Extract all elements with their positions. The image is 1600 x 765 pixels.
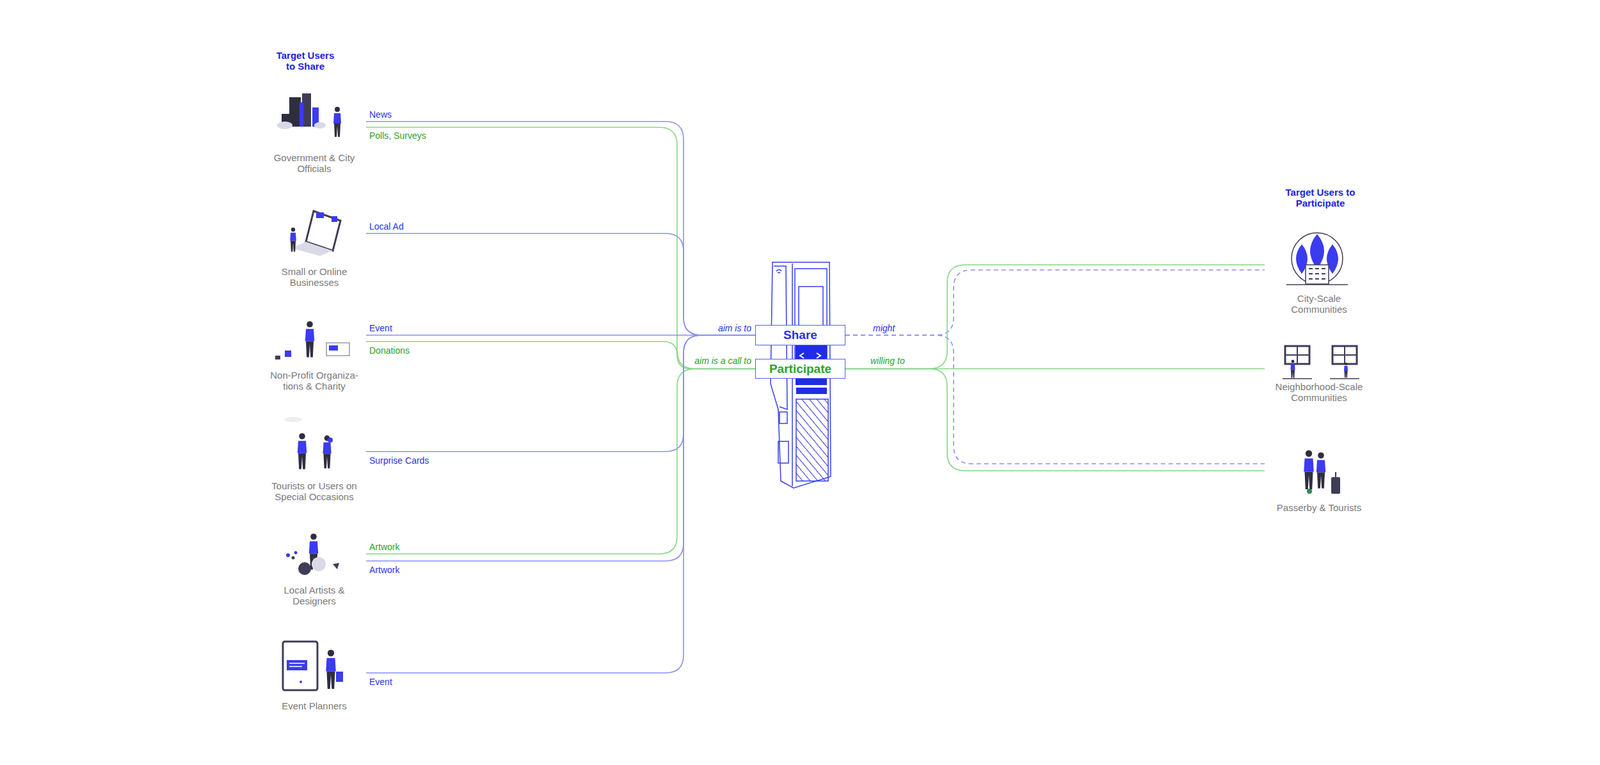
connector <box>845 335 1265 464</box>
artists-icon <box>286 533 340 576</box>
share-box: Share <box>755 325 846 346</box>
connector <box>366 335 756 562</box>
business-icon <box>289 211 341 256</box>
user-group: Non-Profit Organiza- tions & Charity <box>262 312 367 392</box>
tourists-icon <box>284 417 333 470</box>
edge-label: Event <box>368 323 394 334</box>
flow-label: willing to <box>869 355 907 367</box>
user-group: Event Planners <box>262 636 367 712</box>
user-group: Government & City Officials <box>262 83 367 175</box>
connector <box>845 270 1265 336</box>
flow-label: aim is a call to <box>693 355 753 367</box>
connector <box>366 335 756 674</box>
user-group: Tourists or Users on Special Occasions <box>262 412 367 503</box>
group-caption: City-Scale Communities <box>1271 293 1368 315</box>
heading: Target Users to Share <box>273 49 338 72</box>
government-icon <box>277 93 342 137</box>
box-title: Share <box>783 328 818 343</box>
connector <box>845 264 1265 370</box>
connector <box>845 369 1265 472</box>
neighborhood-icon <box>1282 346 1360 379</box>
group-caption: Event Planners <box>266 700 363 712</box>
connector <box>366 341 756 370</box>
edge-label: Surprise Cards <box>368 455 431 466</box>
group-caption: Passerby & Tourists <box>1271 502 1368 514</box>
audience-group: City-Scale Communities <box>1264 230 1374 315</box>
edge-label: Artwork <box>368 542 401 553</box>
group-caption: Small or Online Businesses <box>266 266 363 288</box>
user-group: Local Artists & Designers <box>262 526 367 607</box>
group-caption: Government & City Officials <box>266 152 363 175</box>
event-planner-icon <box>282 641 344 691</box>
flow-label: might <box>871 323 896 334</box>
edge-label: Local Ad <box>368 221 406 232</box>
edge-label: Polls, Surveys <box>368 130 428 141</box>
edge-label: Donations <box>368 345 411 356</box>
connector <box>366 233 756 336</box>
audience-group: Neighborhood-Scale Communities <box>1264 342 1374 404</box>
connector <box>366 121 756 336</box>
edge-label: Event <box>368 677 394 688</box>
group-caption: Tourists or Users on Special Occasions <box>266 480 363 503</box>
city-icon <box>1286 232 1348 285</box>
group-caption: Non-Profit Organiza- tions & Charity <box>266 369 363 392</box>
flow-label: aim is to <box>716 323 753 334</box>
heading: Target Users to Participate <box>1285 186 1356 209</box>
edge-label: News <box>368 109 393 120</box>
passerby-icon <box>1303 450 1341 495</box>
participate-box: Participate <box>755 359 846 379</box>
group-caption: Local Artists & Designers <box>266 584 363 607</box>
box-title: Participate <box>769 362 832 377</box>
connector <box>366 335 756 452</box>
connector <box>366 127 756 370</box>
user-group: Small or Online Businesses <box>262 204 367 288</box>
connector <box>366 369 756 555</box>
audience-group: Passerby & Tourists <box>1264 441 1374 514</box>
edge-label: Artwork <box>368 565 401 576</box>
group-caption: Neighborhood-Scale Communities <box>1271 381 1368 404</box>
nonprofit-icon <box>275 321 350 360</box>
